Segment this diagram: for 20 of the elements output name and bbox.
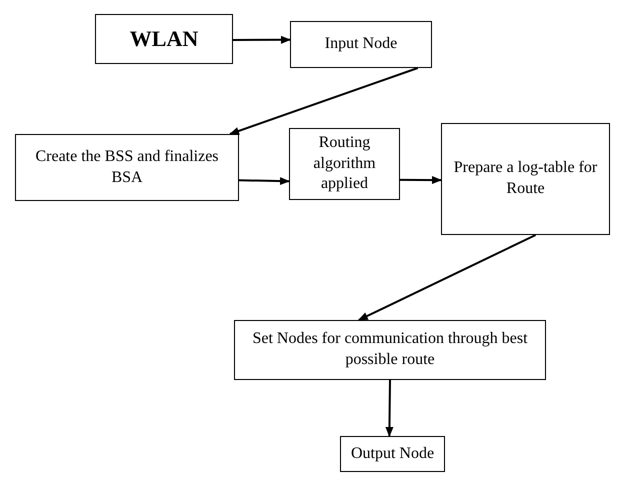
arrow [385,380,394,437]
node-label: Routing algorithm applied [312,132,377,194]
node-label: Prepare a log-table for Route [452,158,598,199]
node-label: Create the BSS and finalizes BSA [34,146,220,188]
node-label: Set Nodes for communication through best possible route [251,329,529,370]
arrow [400,176,442,184]
node-label: WLAN [130,24,198,53]
terminal-box [340,436,445,472]
process-box [441,123,610,235]
arrow [238,177,290,186]
process-box [290,21,432,68]
process-box [15,134,239,201]
process-box [234,320,546,380]
arrow [233,36,291,44]
title-box [95,14,233,64]
arrow [229,67,418,135]
process-box [289,128,400,200]
node-label: Input Node [324,34,398,54]
node-label: Output Node [350,444,434,464]
arrow [358,234,536,321]
